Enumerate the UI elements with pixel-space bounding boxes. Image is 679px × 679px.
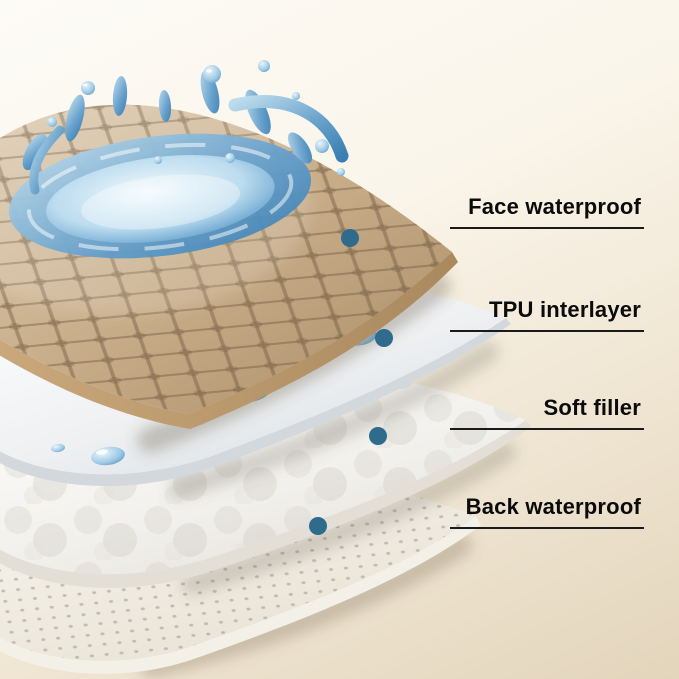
callout-dot-tpu-interlayer [375,329,393,347]
label-face-waterproof: Face waterproof [450,194,644,229]
splash-droplets [47,60,345,176]
soft-layer-shadow [181,441,516,595]
callout-dot-face-waterproof [341,229,359,247]
back-layer-edge [0,516,481,674]
tpu-layer-edge [0,318,511,487]
splash-crown [22,70,349,195]
label-tpu-interlayer: TPU interlayer [450,297,644,332]
callout-dots [309,229,393,535]
callout-dot-back-waterproof [309,517,327,535]
callout-dot-soft-filler [369,427,387,445]
label-back-waterproof: Back waterproof [450,494,644,529]
soft-layer-edge [0,420,531,588]
label-soft-filler: Soft filler [450,395,644,430]
water-splash [8,60,349,259]
tpu-layer-shadow [169,341,499,499]
